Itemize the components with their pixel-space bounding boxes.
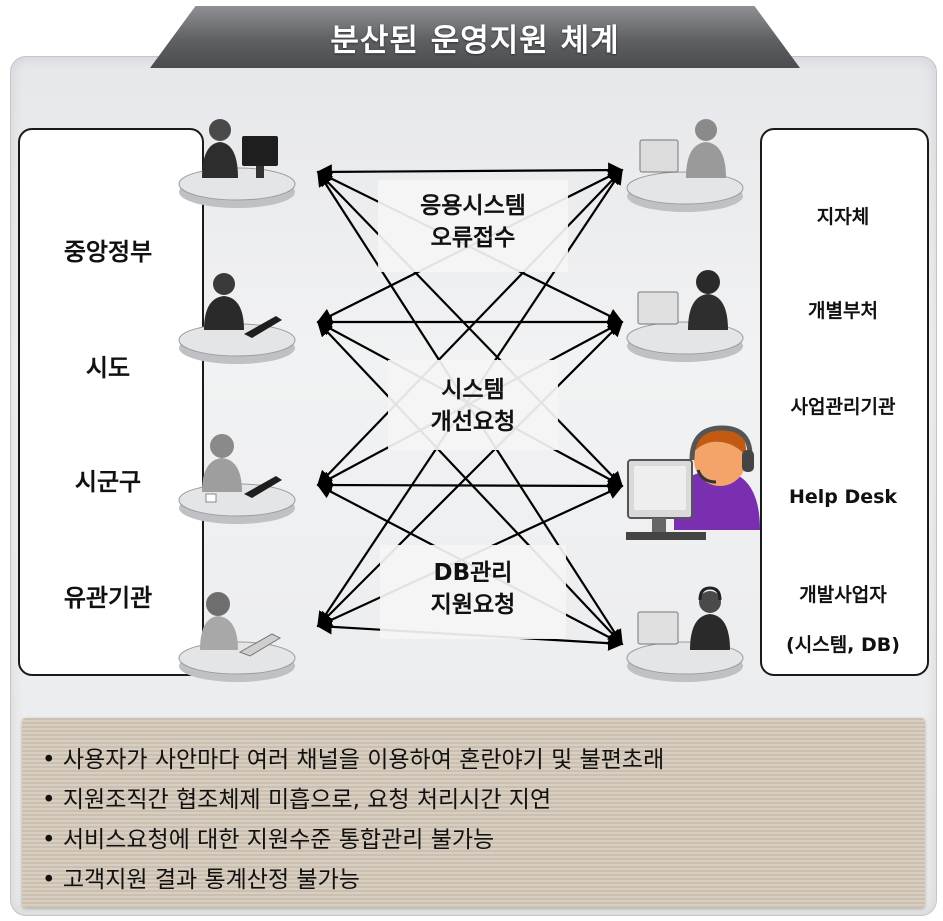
right-worker-icon-2: [626, 270, 744, 362]
left-worker-icon-2: [178, 273, 296, 364]
issue-item: 사용자가 사안마다 여러 채널을 이용하여 혼란야기 및 불편초래: [42, 740, 925, 780]
right-worker-icon-1: [626, 119, 744, 212]
issues-panel: 사용자가 사안마다 여러 채널을 이용하여 혼란야기 및 불편초래 지원조직간 …: [22, 718, 925, 908]
note-system-improve: 시스템 개선요청: [388, 360, 558, 450]
left-worker-icon-4: [178, 592, 296, 682]
label-sido: 시도: [85, 354, 131, 382]
connection-arrow-1-1: [316, 162, 624, 180]
label-central-gov: 중앙정부: [63, 238, 153, 266]
note-system-improve-line2: 개선요청: [430, 409, 516, 435]
label-sigungu: 시군구: [74, 468, 142, 496]
connection-arrow-3-3: [316, 477, 624, 494]
diagram-title: 분산된 운영지원 체계: [330, 22, 620, 59]
note-db-support-line2: 지원요청: [430, 592, 516, 618]
note-system-improve-line1: 시스템: [441, 377, 505, 403]
issue-item: 서비스요청에 대한 지원수준 통합관리 불가능: [42, 820, 925, 860]
note-app-error: 응용시스템 오류접수: [378, 180, 568, 272]
note-db-support-line1: DB관리: [433, 560, 513, 586]
label-project-mgmt: 사업관리기관: [790, 396, 896, 418]
label-related-org: 유관기관: [63, 584, 153, 612]
label-developer-scope: (시스템, DB): [786, 634, 900, 656]
right-worker-icon-4: [626, 586, 744, 682]
left-group-box: [18, 128, 204, 676]
note-db-support: DB관리 지원요청: [380, 545, 566, 639]
help-desk-operator-icon: [626, 425, 760, 540]
label-ministry: 개별부처: [808, 300, 878, 322]
issue-item: 지원조직간 협조체제 미흡으로, 요청 처리시간 지연: [42, 780, 925, 820]
title-tab: 분산된 운영지원 체계: [150, 6, 800, 68]
left-worker-icon-3: [178, 434, 296, 524]
label-local-gov: 지자체: [816, 206, 870, 228]
label-help-desk: Help Desk: [788, 486, 898, 508]
right-group-box: [760, 128, 929, 676]
note-app-error-line2: 오류접수: [430, 225, 516, 251]
note-app-error-line1: 응용시스템: [420, 193, 526, 219]
label-developer: 개발사업자: [799, 584, 887, 606]
left-worker-icon-1: [178, 119, 296, 208]
issue-item: 고객지원 결과 통계산정 불가능: [42, 860, 925, 900]
issues-list: 사용자가 사안마다 여러 채널을 이용하여 혼란야기 및 불편초래 지원조직간 …: [22, 718, 925, 900]
